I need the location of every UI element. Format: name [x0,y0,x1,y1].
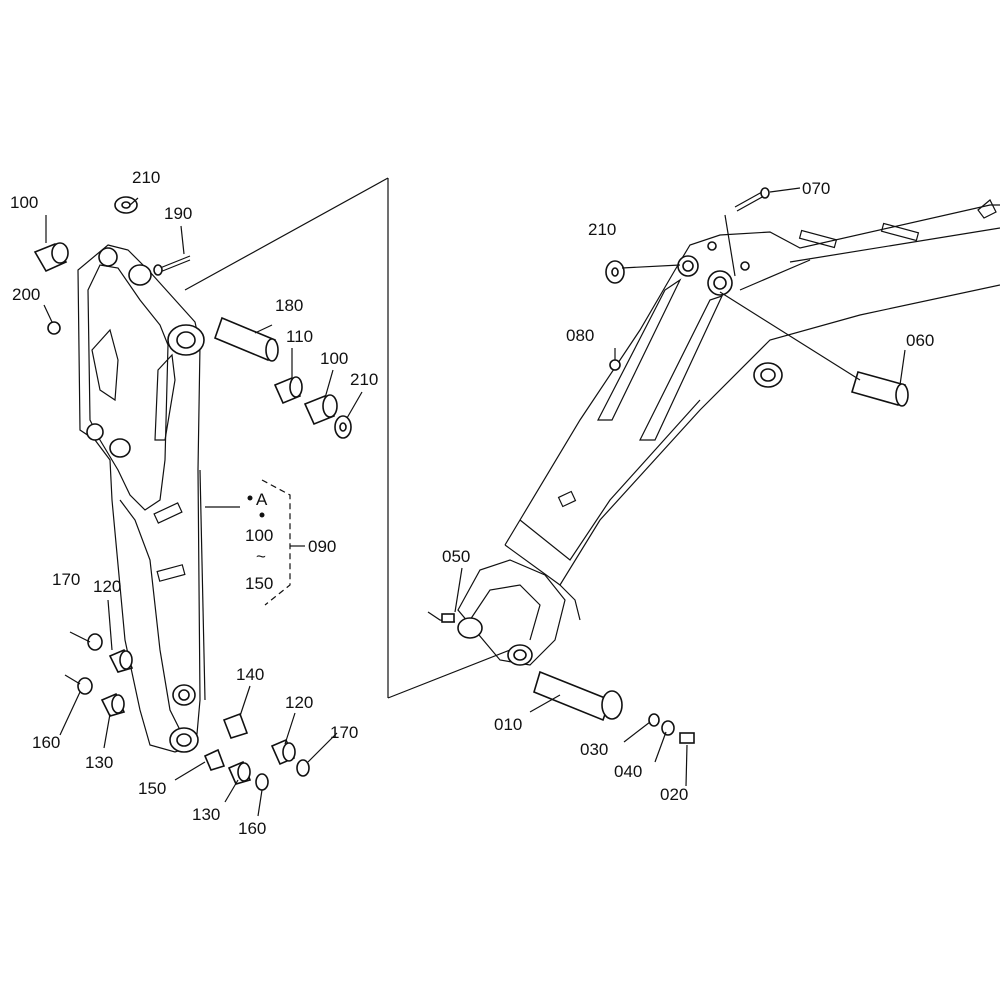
left-leaders [43,197,363,817]
callout-170: 170 [52,570,80,589]
callout-080: 080 [566,326,594,345]
callout-010: 010 [494,715,522,734]
callout-a: A [256,490,268,509]
callout-100: 100 [10,193,38,212]
callout-170: 170 [330,723,358,742]
callout-110: 110 [286,327,313,346]
callout-180: 180 [275,296,303,315]
callout-040: 040 [614,762,642,781]
callout-030: 030 [580,740,608,759]
callout-140: 140 [236,665,264,684]
boom [457,199,1000,666]
callout-120: 120 [93,577,121,596]
callout-210: 210 [350,370,378,389]
callout-130: 130 [85,753,113,772]
callout-190: 190 [164,204,192,223]
left-parts [33,196,352,791]
callout-070: 070 [802,179,830,198]
callout-210: 210 [132,168,160,187]
callout-210: 210 [588,220,616,239]
callout-200: 200 [12,285,40,304]
callout-150: 150 [245,574,273,593]
callout-050: 050 [442,547,470,566]
dot-marker [247,495,253,501]
callout-090: 090 [308,537,336,556]
callout-tilde: ~ [256,547,266,566]
projection-lines [184,177,511,699]
callout-120: 120 [285,693,313,712]
callout-020: 020 [660,785,688,804]
callout-160: 160 [238,819,266,838]
callout-160: 160 [32,733,60,752]
callout-060: 060 [906,331,934,350]
callout-130: 130 [192,805,220,824]
right-parts [427,187,909,744]
callout-100: 100 [320,349,348,368]
dipper-arm [77,244,240,753]
callout-labels: 210 100 190 200 180 110 100 210 A 100 ~ … [10,168,934,838]
dot-marker [259,512,265,518]
right-leaders [454,187,906,787]
callout-150: 150 [138,779,166,798]
callout-100: 100 [245,526,273,545]
